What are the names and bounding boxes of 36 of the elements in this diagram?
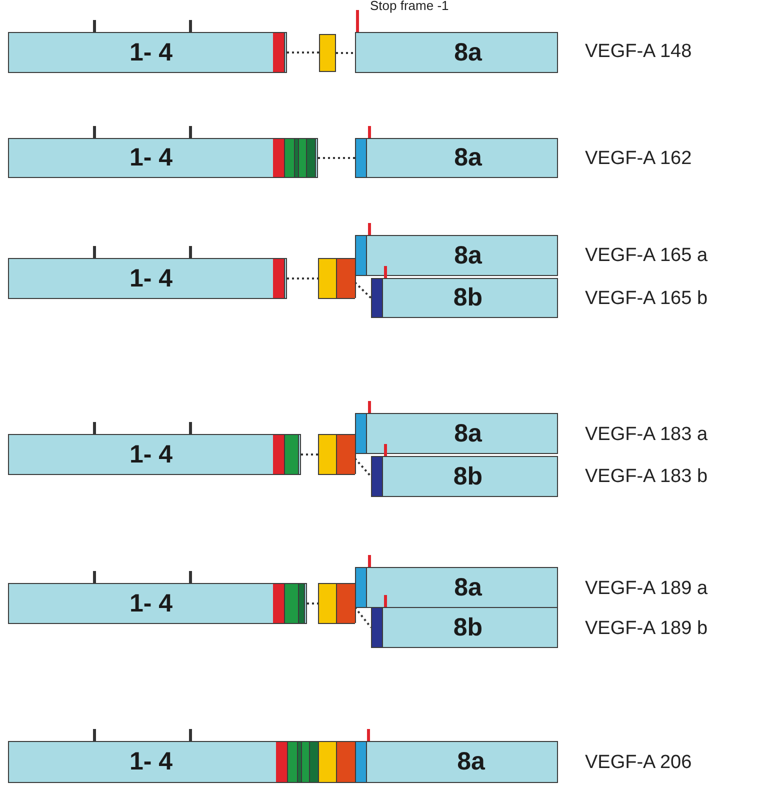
splice-line	[301, 454, 318, 456]
exon-label: 1- 4	[129, 589, 173, 618]
exon-label: 8a	[454, 38, 482, 67]
isoform-label: VEGF-A 165 b	[585, 288, 708, 310]
isoform-label: VEGF-A 148	[585, 41, 692, 63]
splice-line	[307, 602, 318, 604]
isoform-label: VEGF-A 189 a	[585, 578, 708, 600]
exon-label: 1- 4	[129, 38, 173, 67]
exon-block	[318, 583, 355, 624]
exon-label: 8a	[457, 748, 485, 776]
exon-label: 1- 4	[129, 144, 173, 172]
isoform-label: VEGF-A 165 a	[585, 245, 708, 267]
isoform-label: VEGF-A 206	[585, 752, 692, 774]
annotation-text: Stop frame -1	[370, 0, 449, 13]
isoform-label: VEGF-A 183 a	[585, 424, 708, 446]
exon-block	[318, 258, 355, 299]
exon-label: 8a	[454, 241, 482, 270]
splice-line	[287, 278, 318, 280]
exon-label: 1- 4	[129, 440, 173, 469]
splice-line	[354, 282, 372, 299]
exon-label: 8b	[453, 462, 483, 491]
isoform-label: VEGF-A 189 b	[585, 618, 708, 640]
exon-block	[319, 34, 336, 72]
isoform-label: VEGF-A 183 b	[585, 466, 708, 488]
splice-line	[287, 52, 319, 54]
exon-label: 1- 4	[129, 264, 173, 293]
exon-label: 8b	[453, 613, 483, 642]
splice-line	[336, 52, 355, 54]
splice-line	[318, 157, 355, 159]
exon-label: 8a	[454, 144, 482, 172]
exon-label: 8a	[454, 419, 482, 448]
exon-label: 8b	[453, 284, 483, 312]
exon-label: 1- 4	[129, 748, 173, 776]
exon-label: 8a	[454, 573, 482, 602]
exon-block	[318, 434, 355, 475]
isoform-label: VEGF-A 162	[585, 148, 692, 170]
